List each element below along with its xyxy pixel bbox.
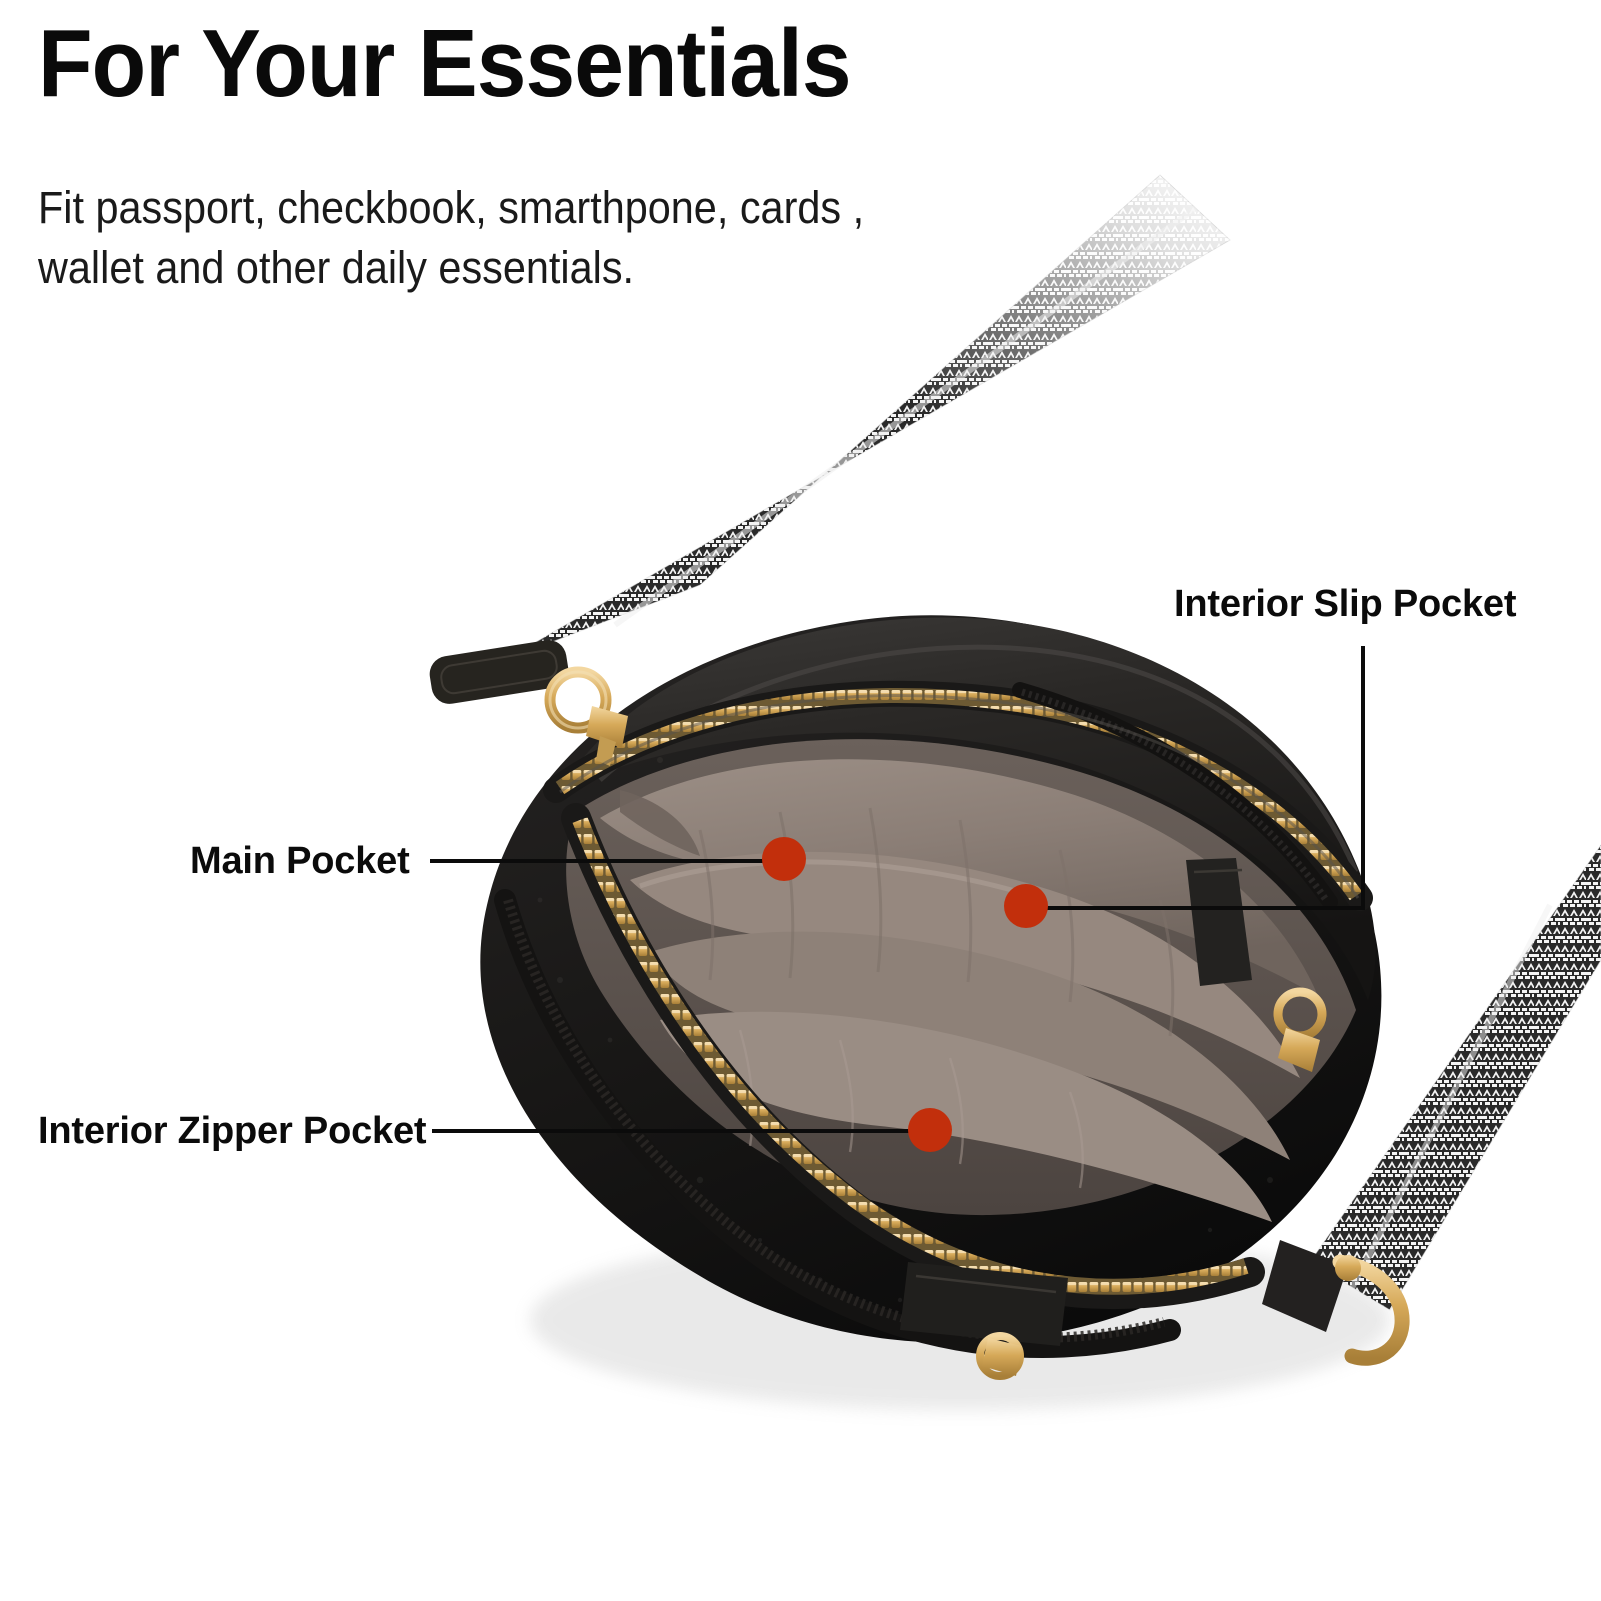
bag-body	[429, 615, 1410, 1380]
leather-side-tab-right	[1186, 858, 1252, 986]
leather-bottom-tab	[900, 1262, 1068, 1346]
leader-line-interior-slip-pocket-horizontal	[1026, 906, 1365, 910]
leader-line-main-pocket	[430, 859, 780, 863]
zipper-main-lower	[561, 803, 1265, 1310]
callout-label-interior-zipper-pocket: Interior Zipper Pocket	[38, 1110, 427, 1152]
zipper-slider-right	[1273, 987, 1327, 1072]
strap-right	[1309, 844, 1601, 1311]
zipper-side-right	[1012, 682, 1338, 910]
marker-dot-interior-zipper-pocket	[908, 1108, 952, 1152]
callout-label-interior-slip-pocket: Interior Slip Pocket	[1174, 583, 1517, 625]
leader-line-interior-slip-pocket-vertical	[1361, 646, 1365, 910]
marker-dot-interior-slip-pocket	[1004, 884, 1048, 928]
page-title: For Your Essentials	[38, 10, 852, 117]
bag-interior	[566, 739, 1356, 1222]
page-subtitle: Fit passport, checkbook, smarthpone, car…	[38, 182, 865, 293]
callout-label-main-pocket: Main Pocket	[190, 840, 410, 882]
zipper-slider-left	[586, 706, 628, 766]
zipper-front-exterior	[494, 889, 1181, 1358]
o-ring-left	[544, 666, 612, 734]
marker-dot-main-pocket	[762, 837, 806, 881]
zipper-main-upper	[543, 680, 1373, 911]
swivel-clasp-right	[1332, 1254, 1410, 1366]
leader-line-interior-zipper-pocket	[432, 1129, 934, 1133]
leather-clasp-tab-right	[1262, 1240, 1348, 1332]
zipper-slider-bottom	[976, 1332, 1024, 1380]
leather-pull-tab-left	[429, 640, 569, 704]
